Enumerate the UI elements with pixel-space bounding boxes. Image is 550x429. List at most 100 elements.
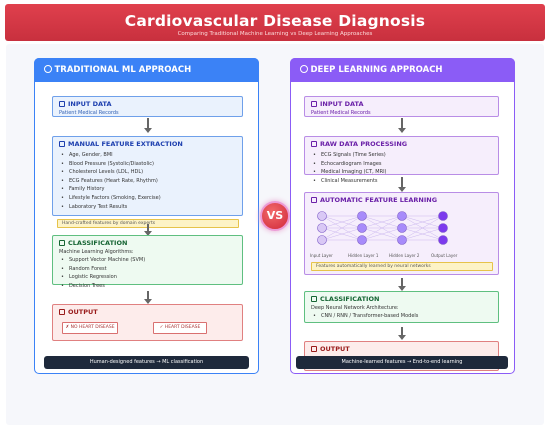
list-item: Random Forest (61, 265, 242, 274)
deep-learning-panel: DEEP LEARNING APPROACH INPUT DATA Patien… (289, 57, 515, 374)
page-title: Cardiovascular Disease Diagnosis (124, 12, 426, 30)
manual-feature-box: MANUAL FEATURE EXTRACTION Age, Gender, B… (52, 136, 243, 216)
network-connection (321, 215, 363, 241)
layer-label: Output Layer (431, 253, 458, 258)
neuron-node (397, 223, 407, 233)
deep-classification-title: CLASSIFICATION (320, 295, 380, 303)
deep-output-title: OUTPUT (320, 345, 350, 353)
network-connection (361, 215, 403, 229)
deep-input-title: INPUT DATA (320, 100, 364, 108)
flow-arrow (398, 118, 406, 133)
neuron-node (397, 211, 407, 221)
network-connection (401, 215, 444, 229)
manual-feature-list: Age, Gender, BMI Blood Pressure (Systoli… (53, 148, 242, 211)
section-icon (311, 296, 317, 302)
neuron-node (317, 235, 327, 245)
network-connection (321, 215, 363, 229)
network-connection (361, 227, 403, 241)
list-item: Lifestyle Factors (Smoking, Exercise) (61, 194, 242, 203)
deep-classification-list: CNN / RNN / Transformer-based Models (305, 311, 498, 321)
raw-data-box: RAW DATA PROCESSING ECG Signals (Time Se… (304, 136, 499, 184)
traditional-ml-header: TRADITIONAL ML APPROACH (33, 57, 259, 82)
auto-feature-box: AUTOMATIC FEATURE LEARNING Input Layer H… (304, 192, 499, 275)
list-item: Support Vector Machine (SVM) (61, 256, 242, 265)
flow-arrow (144, 291, 152, 304)
neuron-node (438, 211, 448, 221)
output-box: OUTPUT ✗ NO HEART DISEASE ✓ HEART DISEAS… (52, 304, 243, 341)
flow-arrow (144, 118, 152, 133)
deep-classification-box: CLASSIFICATION Deep Neural Network Archi… (304, 291, 499, 323)
list-item: Blood Pressure (Systolic/Diastolic) (61, 160, 242, 169)
network-connection (321, 227, 363, 241)
neuron-node (438, 223, 448, 233)
section-icon (311, 101, 317, 107)
section-icon (59, 141, 65, 147)
list-item: Echocardiogram Images (313, 160, 498, 169)
section-icon (311, 197, 317, 203)
list-item: Age, Gender, BMI (61, 151, 242, 160)
section-icon (311, 141, 317, 147)
neuron-node (317, 211, 327, 221)
traditional-input-box: INPUT DATA Patient Medical Records (52, 96, 243, 117)
list-item: Family History (61, 185, 242, 194)
auto-feature-title: AUTOMATIC FEATURE LEARNING (320, 196, 438, 204)
list-item: Logistic Regression (61, 273, 242, 282)
section-icon (59, 309, 65, 315)
network-connection (401, 215, 444, 241)
neuron-node (438, 235, 448, 245)
flow-arrow (398, 278, 406, 291)
neuron-node (357, 235, 367, 245)
traditional-ml-panel: TRADITIONAL ML APPROACH INPUT DATA Patie… (33, 57, 259, 374)
neuron-node (397, 235, 407, 245)
raw-data-list: ECG Signals (Time Series) Echocardiogram… (305, 148, 498, 185)
neuron-node (357, 223, 367, 233)
traditional-ml-title: TRADITIONAL ML APPROACH (54, 64, 192, 75)
list-item: Clinical Measurements (313, 177, 498, 186)
vs-badge: VS (260, 201, 290, 231)
deep-learning-header: DEEP LEARNING APPROACH (289, 57, 515, 82)
deep-learning-title: DEEP LEARNING APPROACH (310, 64, 443, 75)
classification-box: CLASSIFICATION Machine Learning Algorith… (52, 235, 243, 289)
network-connection (361, 215, 403, 241)
layer-label: Input Layer (310, 253, 333, 258)
list-item: Cholesterol Levels (LDL, HDL) (61, 168, 242, 177)
neuron-node (317, 223, 327, 233)
section-icon (59, 240, 65, 246)
traditional-input-desc: Patient Medical Records (59, 110, 119, 116)
brain-icon (299, 64, 308, 73)
list-item: ECG Features (Heart Rate, Rhythm) (61, 177, 242, 186)
network-connection (401, 227, 444, 241)
raw-data-title: RAW DATA PROCESSING (320, 140, 408, 148)
list-item: Medical Imaging (CT, MRI) (313, 168, 498, 177)
list-item: Decision Trees (61, 282, 242, 291)
neural-network-diagram (317, 211, 448, 245)
layer-label: Hidden Layer 2 (389, 253, 420, 258)
deep-input-box: INPUT DATA Patient Medical Records (304, 96, 499, 117)
traditional-footer: Human-designed features → ML classificat… (44, 356, 249, 369)
flow-arrow (398, 327, 406, 340)
classification-desc: Machine Learning Algorithms: (59, 249, 134, 255)
gear-icon (43, 64, 52, 73)
section-icon (59, 101, 65, 107)
list-item: CNN / RNN / Transformer-based Models (313, 312, 498, 321)
flow-arrow (398, 177, 406, 192)
heart-disease-result: ✓ HEART DISEASE (153, 322, 207, 334)
flow-arrow (144, 224, 152, 236)
section-icon (311, 346, 317, 352)
no-heart-disease-result: ✗ NO HEART DISEASE (62, 322, 118, 334)
neuron-node (357, 211, 367, 221)
classification-title: CLASSIFICATION (68, 239, 128, 247)
list-item: Laboratory Test Results (61, 203, 242, 212)
layer-label: Hidden Layer 1 (348, 253, 379, 258)
list-item: ECG Signals (Time Series) (313, 151, 498, 160)
header-banner: Cardiovascular Disease Diagnosis Compari… (5, 4, 545, 41)
output-title: OUTPUT (68, 308, 98, 316)
traditional-input-title: INPUT DATA (68, 100, 112, 108)
classification-list: Support Vector Machine (SVM) Random Fore… (53, 255, 242, 290)
manual-feature-title: MANUAL FEATURE EXTRACTION (68, 140, 183, 148)
page-subtitle: Comparing Traditional Machine Learning v… (177, 31, 373, 37)
auto-feature-note: Features automatically learned by neural… (311, 262, 493, 271)
deep-input-desc: Patient Medical Records (311, 110, 371, 116)
deep-classification-desc: Deep Neural Network Architecture: (311, 305, 399, 311)
deep-footer: Machine-learned features → End-to-end le… (296, 356, 508, 369)
